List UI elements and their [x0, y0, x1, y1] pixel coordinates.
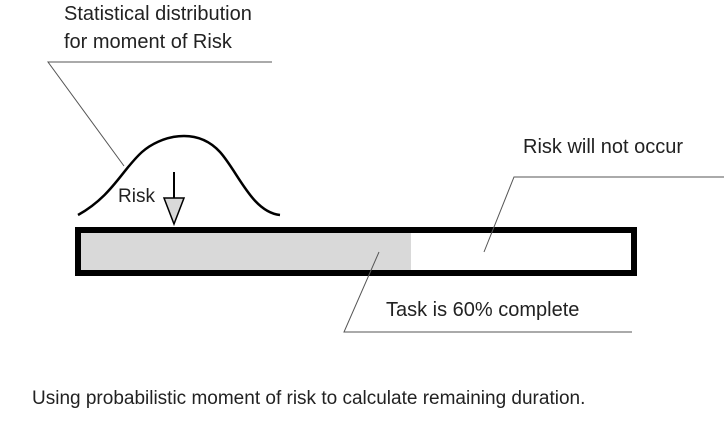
task-progress-label: Task is 60% complete: [386, 299, 580, 321]
no-risk-leader-line: [483, 176, 724, 253]
no-risk-label: Risk will not occur: [523, 136, 684, 158]
distribution-curve: [77, 134, 281, 217]
distribution-label-line1: Statistical distribution: [64, 3, 252, 25]
figure-caption: Using probabilistic moment of risk to ca…: [32, 388, 586, 409]
risk-arrow-icon: [162, 172, 186, 227]
task-leader-line: [343, 251, 632, 333]
distribution-leader-line: [47, 61, 272, 167]
progress-outline: [75, 227, 637, 276]
progress-fill: [81, 232, 411, 272]
distribution-label: Statistical distribution for moment of R…: [64, 0, 252, 56]
task-progress-bar: [75, 227, 637, 276]
risk-label: Risk: [118, 186, 155, 207]
distribution-label-line2: for moment of Risk: [64, 31, 232, 53]
